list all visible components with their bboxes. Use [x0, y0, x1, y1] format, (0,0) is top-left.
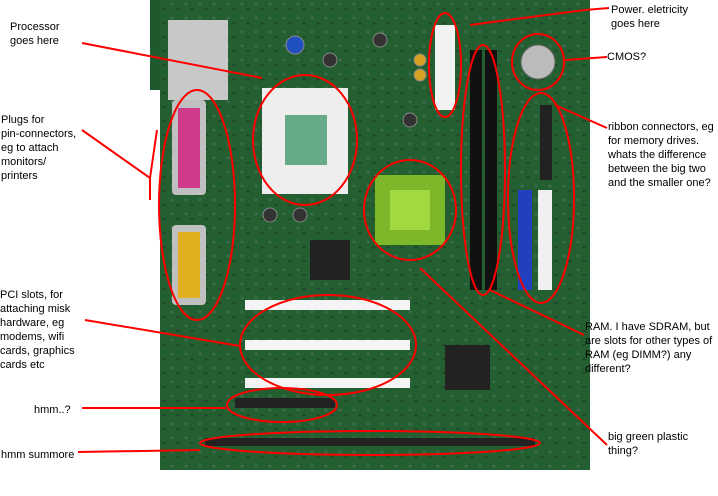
line-hmm-summore — [77, 449, 201, 453]
ram-slot — [470, 50, 482, 290]
floppy-connector — [540, 105, 552, 180]
pci-slot — [245, 378, 410, 388]
label-power: Power. eletricity goes here — [611, 4, 689, 30]
amr-slot — [235, 398, 335, 408]
label-ribbon: ribbon connectors, eg for memory drives.… — [608, 121, 714, 189]
annotation-marks — [77, 7, 610, 456]
circle-processor — [252, 74, 358, 206]
line-ram — [489, 289, 585, 336]
chip — [310, 240, 350, 280]
line-pci — [84, 319, 241, 347]
label-hmm-summore: hmm summore — [1, 449, 75, 461]
line-ribbon — [554, 104, 608, 129]
capacitors — [262, 32, 427, 223]
line-green-chip — [419, 267, 608, 446]
label-plugs: Plugs for pin-connectors, eg to attach m… — [1, 114, 77, 182]
circle-hmm-summore — [199, 430, 541, 456]
circle-ribbon — [507, 92, 575, 304]
circle-cmos — [511, 33, 565, 91]
line-plugs — [81, 129, 158, 180]
power-connector — [435, 25, 455, 110]
pci-slot — [245, 340, 410, 350]
line-processor — [81, 42, 263, 79]
io-ports-top — [168, 20, 228, 100]
line-power — [469, 7, 610, 26]
southbridge-chip — [445, 345, 490, 390]
circle-ram — [460, 44, 506, 296]
line-cmos — [564, 56, 608, 61]
ram-slot — [485, 50, 497, 290]
label-hmm: hmm..? — [34, 404, 71, 416]
circle-power — [428, 12, 462, 118]
label-cmos: CMOS? — [607, 51, 647, 63]
pci-slot — [245, 300, 410, 310]
cmos-battery — [520, 44, 556, 80]
label-ram: RAM. I have SDRAM, but are slots for oth… — [585, 321, 713, 375]
ide-connector — [538, 190, 552, 290]
bottom-connector — [205, 438, 535, 446]
circle-green-chip — [363, 159, 457, 261]
label-pci: PCI slots, for attaching misk hardware, … — [0, 289, 75, 371]
circle-plugs — [158, 89, 236, 321]
ide-connector — [518, 190, 532, 290]
label-processor: Processor goes here — [10, 21, 60, 47]
label-green-chip: big green plastic thing? — [608, 431, 689, 457]
circle-hmm — [226, 387, 338, 423]
